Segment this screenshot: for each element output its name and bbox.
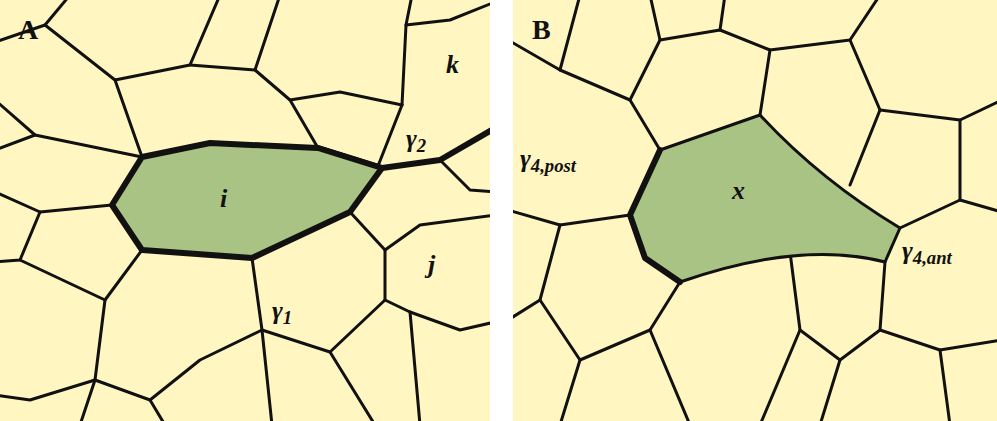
panel-ground — [513, 0, 997, 421]
deformed-cell — [630, 115, 900, 282]
edge-label: γ1 — [272, 298, 292, 328]
edge-label: γ4,ant — [902, 238, 952, 268]
panel-ground — [0, 0, 490, 421]
edge-label: γ2 — [406, 126, 426, 156]
cell-label: i — [220, 186, 227, 212]
cell-network — [513, 0, 997, 421]
panel-letter: A — [18, 16, 38, 44]
panel-letter: B — [532, 16, 551, 44]
edge-label: γ4,post — [520, 146, 576, 176]
cell-label: x — [732, 178, 745, 204]
cell-label: j — [428, 252, 435, 278]
cell-network — [0, 0, 490, 421]
highlighted-cell — [112, 143, 382, 258]
cell-label: k — [446, 52, 459, 78]
